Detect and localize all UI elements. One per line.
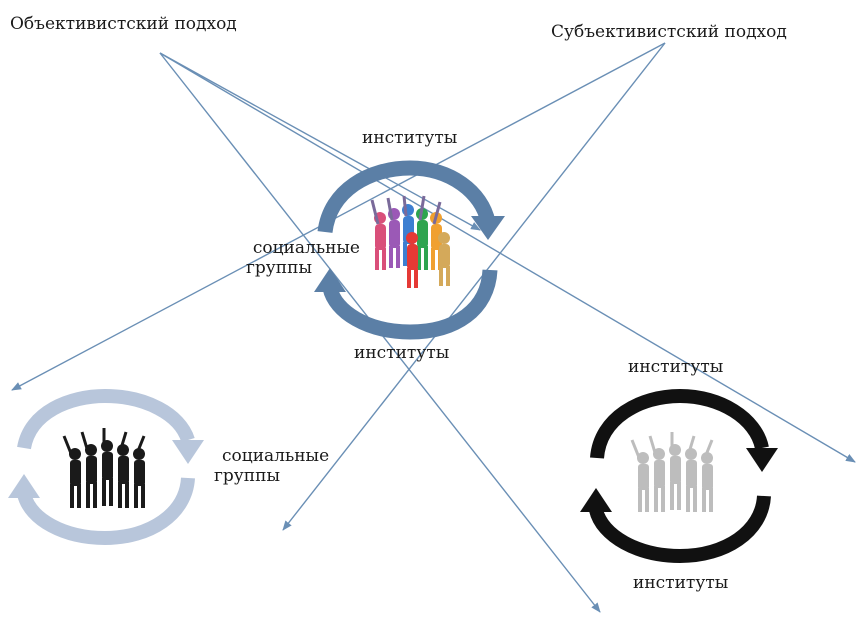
left-cycle-arrowhead-bottom	[8, 474, 40, 498]
right-cycle-arrow-top	[590, 388, 769, 459]
subjectivist-approach-heading: Субъективистский подход	[551, 22, 787, 42]
right-cycle-people-icon	[630, 432, 714, 512]
center-cycle-top-label: институты	[362, 128, 458, 148]
connector-objectivist-to-right-cycle	[159, 52, 856, 463]
center-cycle-arrowhead-top	[471, 216, 505, 240]
center-cycle-bottom-label: институты	[354, 343, 450, 363]
right-cycle-bottom-label: институты	[633, 573, 729, 593]
center-cycle-arrow-top	[317, 160, 496, 234]
left-cycle-people-icon	[62, 428, 146, 508]
center-cycle-arrow-bottom	[322, 269, 498, 340]
left-cycle-side-label: социальные группы	[214, 446, 354, 486]
objectivist-approach-heading: Объективистский подход	[10, 14, 237, 34]
right-cycle-arrowhead-top	[746, 448, 778, 472]
left-cycle-side-label-line2: группы	[214, 466, 280, 486]
right-cycle-arrowhead-bottom	[580, 488, 612, 512]
left-cycle-side-label-line1: социальные	[222, 446, 330, 466]
connector-objectivist-to-center	[159, 52, 481, 231]
left-cycle-arrow-bottom	[17, 477, 195, 546]
center-cycle-side-label: социальные группы	[230, 238, 360, 278]
right-cycle-top-label: институты	[628, 357, 724, 377]
left-cycle-arrowhead-top	[172, 440, 204, 464]
connector-subjectivist-to-left-cycle	[11, 42, 666, 391]
center-cycle-side-label-line1: социальные	[252, 238, 360, 258]
left-cycle-arrow-top	[17, 388, 195, 450]
center-cycle-people-icon	[370, 195, 450, 288]
center-cycle-side-label-line2: группы	[246, 258, 312, 278]
center-cycle-arrowhead-bottom	[314, 268, 346, 292]
connector-subjectivist-to-lower-left	[282, 42, 666, 531]
right-cycle-arrow-bottom	[589, 495, 771, 564]
